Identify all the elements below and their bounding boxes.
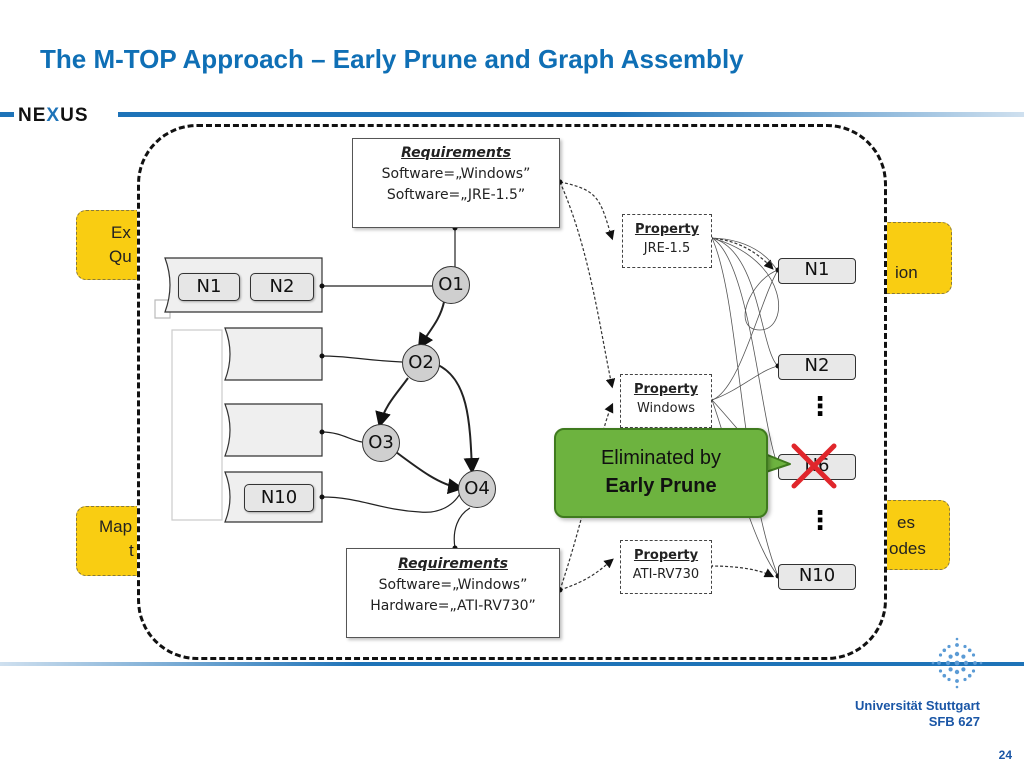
- page-number: 24: [998, 748, 1012, 762]
- footer-bar: [0, 662, 1024, 666]
- side-box-text: ion: [895, 263, 918, 282]
- eliminated-cross-icon: [791, 443, 837, 489]
- nexus-logo: NEXUS: [18, 105, 89, 127]
- property-box-ati: Property ATI-RV730: [620, 540, 712, 594]
- property-value: JRE-1.5: [643, 241, 691, 256]
- side-box-text: Ex: [111, 223, 131, 242]
- logo-prefix: NE: [18, 105, 47, 126]
- requirement-line: Software=„Windows”: [378, 577, 528, 593]
- side-box-text: t: [129, 541, 134, 560]
- list-node-n2: N2: [250, 273, 314, 301]
- property-value: ATI-RV730: [632, 567, 700, 582]
- side-box-text: odes: [889, 539, 926, 558]
- list-node-n10: N10: [244, 484, 314, 512]
- operator-o2: O2: [402, 344, 440, 382]
- requirement-line: Hardware=„ATI-RV730”: [370, 598, 536, 614]
- logo-x-icon: X: [46, 105, 61, 126]
- requirement-line: Software=„Windows”: [381, 166, 531, 182]
- ellipsis-icon: ⋮: [807, 506, 833, 536]
- operator-o3: O3: [362, 424, 400, 462]
- requirements-box-bottom: Requirements Software=„Windows” Hardware…: [346, 548, 560, 638]
- side-box-text: Qu: [109, 247, 132, 266]
- resource-node-n1: N1: [778, 258, 856, 284]
- requirement-line: Software=„JRE-1.5”: [386, 187, 526, 203]
- slide-title: The M-TOP Approach – Early Prune and Gra…: [40, 44, 744, 74]
- footer-university: Universität Stuttgart: [855, 698, 980, 713]
- side-box-text: Map: [99, 517, 133, 536]
- university-seal-icon: [931, 637, 983, 689]
- resource-node-n10: N10: [778, 564, 856, 590]
- callout-line-1: Eliminated by: [600, 447, 722, 469]
- operator-o4: O4: [458, 470, 496, 508]
- requirements-heading: Requirements: [398, 556, 508, 572]
- footer-sfb: SFB 627: [928, 714, 980, 729]
- callout-line-2: Early Prune: [605, 475, 717, 497]
- requirements-heading: Requirements: [401, 145, 511, 161]
- property-box-windows: Property Windows: [620, 374, 712, 428]
- operator-o1: O1: [432, 266, 470, 304]
- side-box-text: es: [897, 513, 915, 532]
- property-value: Windows: [636, 401, 696, 416]
- requirements-box-top: Requirements Software=„Windows” Software…: [352, 138, 560, 228]
- list-node-n1: N1: [178, 273, 240, 301]
- property-heading: Property: [634, 222, 700, 237]
- property-heading: Property: [633, 548, 699, 563]
- property-box-jre: Property JRE-1.5: [622, 214, 712, 268]
- header-bar: [0, 112, 1024, 117]
- property-heading: Property: [633, 382, 699, 397]
- logo-backdrop: [14, 102, 118, 128]
- early-prune-callout: Eliminated by Early Prune: [554, 428, 768, 518]
- ellipsis-icon: ⋮: [807, 392, 833, 422]
- resource-node-n2: N2: [778, 354, 856, 380]
- logo-suffix: US: [60, 105, 89, 126]
